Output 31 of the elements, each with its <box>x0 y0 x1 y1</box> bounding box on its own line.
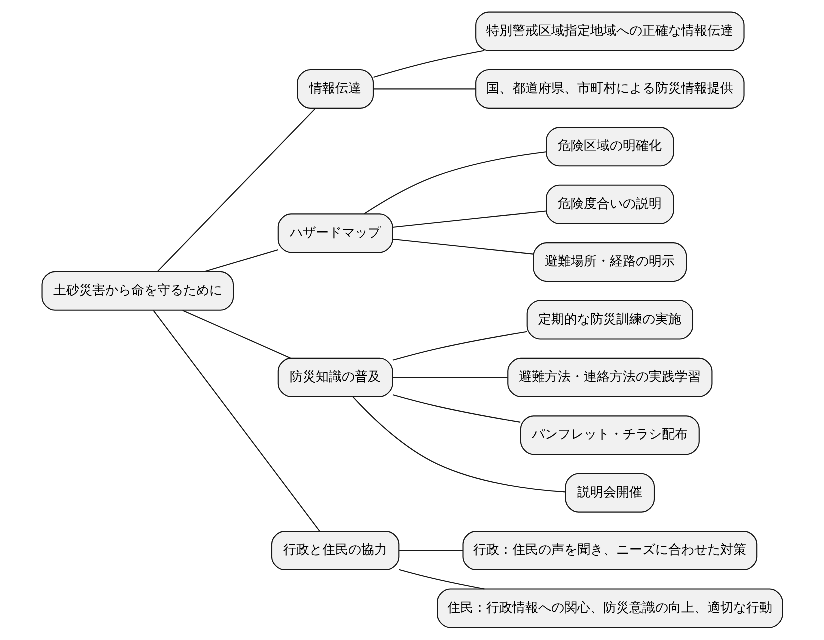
connector <box>373 88 476 90</box>
node-box: 行政：住民の声を聞き、ニーズに合わせた対策 <box>462 531 758 571</box>
node-box: 土砂災害から命を守るために <box>41 271 234 311</box>
node-box: 住民：行政情報への関心、防災意識の向上、適切な行動 <box>436 588 783 628</box>
connector <box>392 377 508 378</box>
connector <box>392 238 533 255</box>
connector <box>156 108 316 272</box>
node-box: 特別警戒区域指定地域への正確な情報伝達 <box>475 12 744 52</box>
connector <box>364 152 546 214</box>
connector <box>392 331 527 361</box>
connector <box>204 250 278 272</box>
node-box: 行政と住民の協力 <box>270 531 400 571</box>
node-box: 危険度合いの説明 <box>546 184 674 224</box>
connector <box>352 396 566 493</box>
node-box: 避難場所・経路の明示 <box>532 242 687 282</box>
connector <box>182 310 290 359</box>
node-box: ハザードマップ <box>277 214 393 254</box>
node-box: パンフレット・チラシ配布 <box>520 416 700 456</box>
node-box: 情報伝達 <box>296 69 374 109</box>
node-box: 避難方法・連絡方法の実践学習 <box>507 358 712 398</box>
connector <box>373 50 484 78</box>
node-box: 説明会開催 <box>564 473 655 513</box>
node-box: 防災知識の普及 <box>277 358 393 398</box>
node-box: 定期的な防災訓練の実施 <box>526 300 693 340</box>
connector <box>398 569 484 590</box>
node-box: 危険区域の明確化 <box>546 127 674 167</box>
node-box: 国、都道府県、市町村による防災情報提供 <box>475 69 744 109</box>
connector <box>398 550 463 552</box>
connector <box>152 310 320 532</box>
connector <box>392 394 520 423</box>
connector <box>392 210 546 228</box>
